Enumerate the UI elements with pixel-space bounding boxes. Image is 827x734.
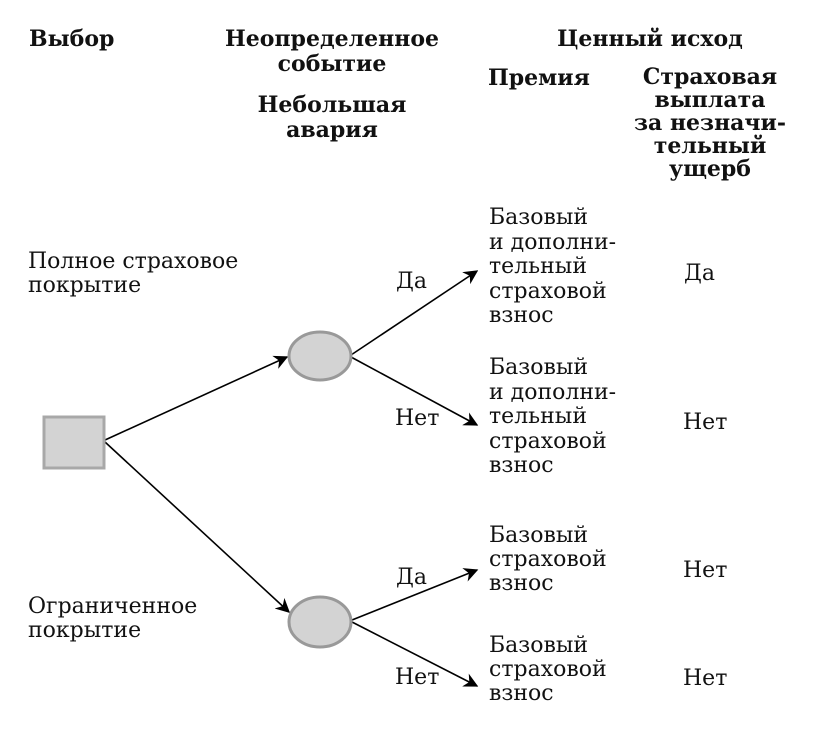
outcome-payout-3: Нет [683, 558, 728, 583]
header-event-name: Небольшая авария [257, 92, 407, 143]
edge-choice-limited [104, 441, 291, 613]
choice-full-coverage: Полное страховое покрытие [28, 249, 239, 298]
edge-full-no [350, 356, 479, 426]
header-premium: Премия [488, 65, 590, 91]
outcome-premium-3: Базовый страховой взнос [489, 523, 607, 596]
branch-label-limited-yes: Да [396, 565, 428, 590]
outcome-premium-4: Базовый страховой взнос [489, 633, 607, 706]
header-uncertain-event: Неопределенное событие [225, 26, 439, 77]
branch-label-limited-no: Нет [395, 665, 440, 690]
outcome-premium-2: Базовый и дополни- тельный страховой взн… [489, 355, 617, 478]
outcome-payout-2: Нет [683, 410, 728, 435]
branch-label-full-yes: Да [396, 269, 428, 294]
chance-node-full [287, 330, 353, 382]
edge-full-yes [350, 270, 479, 356]
header-choice: Выбор [29, 26, 115, 52]
branch-label-full-no: Нет [395, 406, 440, 431]
outcome-premium-1: Базовый и дополни- тельный страховой взн… [489, 205, 617, 328]
choice-limited-coverage: Ограниченное покрытие [28, 594, 198, 643]
decision-node [42, 415, 106, 470]
outcome-payout-4: Нет [683, 666, 728, 691]
edge-limited-yes [351, 568, 479, 621]
edge-limited-no [351, 621, 479, 687]
edge-choice-full [104, 355, 289, 441]
header-payout: Страховая выплата за незначи- тельный ущ… [633, 64, 786, 182]
outcome-payout-1: Да [684, 261, 716, 286]
header-valued-outcome: Ценный исход [557, 26, 743, 52]
chance-node-limited [287, 595, 353, 649]
